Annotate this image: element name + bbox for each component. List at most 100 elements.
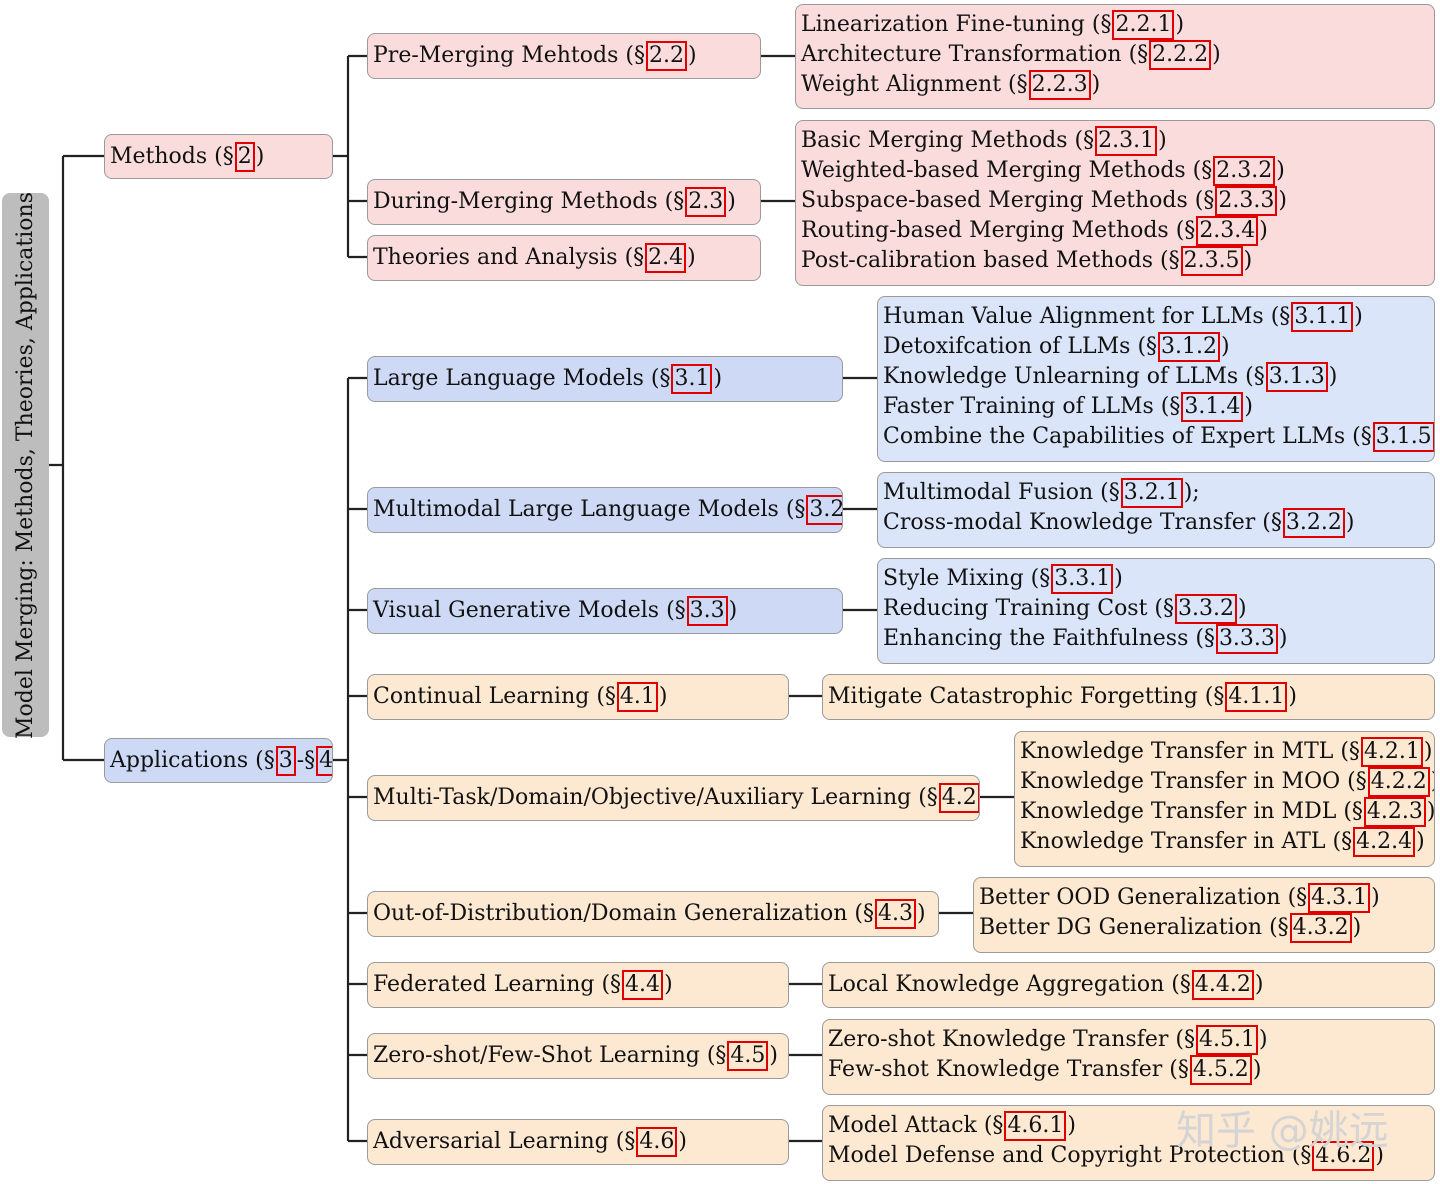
leaf-item: Faster Training of LLMs (§3.1.4): [883, 392, 1429, 422]
section-ref: 4.3: [874, 899, 916, 929]
leaf-item: Human Value Alignment for LLMs (§3.1.1): [883, 302, 1429, 332]
section-ref: 2.4: [645, 243, 687, 273]
section-ref: 4.2: [938, 783, 979, 813]
node-pre-merging: Pre-Merging Mehtods (§2.2): [367, 33, 761, 79]
section-ref: 2.2: [645, 41, 687, 71]
section-ref: 4.3.1: [1308, 883, 1371, 913]
leaf-group-mllm: Multimodal Fusion (§3.2.1); Cross-modal …: [877, 472, 1435, 548]
leaf-item: Weight Alignment (§2.2.3): [801, 70, 1429, 100]
section-ref: 4.4.2: [1191, 970, 1254, 1000]
connector-methods: [333, 54, 367, 259]
leaf-item: Knowledge Transfer in ATL (§4.2.4): [1020, 827, 1429, 857]
section-ref: 3.1.4: [1181, 392, 1244, 422]
leaf-group-continual-learning: Mitigate Catastrophic Forgetting (§4.1.1…: [822, 674, 1435, 720]
leaf-item: Combine the Capabilities of Expert LLMs …: [883, 422, 1434, 452]
section-ref: 4.3.2: [1289, 913, 1352, 943]
section-ref: 3.2.2: [1282, 508, 1345, 538]
leaf-group-llm: Human Value Alignment for LLMs (§3.1.1) …: [877, 296, 1435, 462]
leaf-item: Subspace-based Merging Methods (§2.3.3): [801, 186, 1429, 216]
connector-root: [49, 154, 104, 762]
section-ref: 4.2.4: [1353, 827, 1416, 857]
section-ref: 3.3: [686, 596, 728, 626]
section-ref: 3.1.5: [1372, 422, 1434, 452]
leaf-item: Knowledge Unlearning of LLMs (§3.1.3): [883, 362, 1429, 392]
node-label: Theories and Analysis (§2.4): [373, 243, 696, 273]
root-node: Model Merging: Methods, Theories, Applic…: [2, 191, 49, 739]
section-ref: 4: [316, 745, 332, 776]
node-vgm: Visual Generative Models (§3.3): [367, 588, 843, 634]
section-ref: 3.2: [806, 495, 842, 525]
node-label: Visual Generative Models (§3.3): [373, 596, 737, 626]
node-label: Continual Learning (§4.1): [373, 682, 668, 712]
section-ref: 4.2.2: [1367, 767, 1430, 797]
section-ref: 4.2.1: [1360, 737, 1423, 767]
section-ref: 4.1: [616, 682, 658, 712]
leaf-item: Local Knowledge Aggregation (§4.4.2): [828, 970, 1263, 1000]
section-ref: 2.2.2: [1149, 40, 1212, 70]
node-label: During-Merging Methods (§2.3): [373, 187, 736, 217]
section-ref: 2.2.1: [1112, 10, 1175, 40]
node-mllm: Multimodal Large Language Models (§3.2): [367, 487, 843, 533]
leaf-item: Architecture Transformation (§2.2.2): [801, 40, 1429, 70]
section-ref: 4.2.3: [1363, 797, 1426, 827]
leaf-item: Cross-modal Knowledge Transfer (§3.2.2): [883, 508, 1429, 538]
node-theories: Theories and Analysis (§2.4): [367, 235, 761, 281]
leaf-item: Basic Merging Methods (§2.3.1): [801, 126, 1429, 156]
section-ref: 4.5.2: [1189, 1055, 1252, 1085]
section-ref: 4.5.1: [1195, 1025, 1258, 1055]
node-applications: Applications (§3-§4): [104, 738, 333, 783]
root-label: Model Merging: Methods, Theories, Applic…: [13, 191, 39, 739]
leaf-item: Detoxifcation of LLMs (§3.1.2): [883, 332, 1429, 362]
leaf-item: Knowledge Transfer in MDL (§4.2.3): [1020, 797, 1434, 827]
node-label: Methods (§2): [110, 141, 264, 172]
section-ref: 3.1: [671, 364, 713, 394]
leaf-item: Mitigate Catastrophic Forgetting (§4.1.1…: [828, 682, 1297, 712]
section-ref: 3: [275, 745, 296, 776]
leaf-item: Zero-shot Knowledge Transfer (§4.5.1): [828, 1025, 1429, 1055]
section-ref: 2.3.3: [1215, 186, 1278, 216]
leaf-item: Linearization Fine-tuning (§2.2.1): [801, 10, 1429, 40]
section-ref: 4.6.2: [1312, 1141, 1375, 1171]
section-ref: 4.6.1: [1004, 1111, 1067, 1141]
leaf-item: Better OOD Generalization (§4.3.1): [979, 883, 1429, 913]
watermark: 知乎 @姚远: [1176, 1108, 1389, 1154]
leaf-item: Knowledge Transfer in MTL (§4.2.1): [1020, 737, 1433, 767]
section-ref: 2.3.1: [1095, 126, 1158, 156]
section-ref: 2.3: [685, 187, 727, 217]
leaf-item: Enhancing the Faithfulness (§3.3.3): [883, 624, 1429, 654]
section-ref: 3.1.3: [1265, 362, 1328, 392]
node-label: Zero-shot/Few-Shot Learning (§4.5): [373, 1041, 778, 1071]
leaf-item: Few-shot Knowledge Transfer (§4.5.2): [828, 1055, 1429, 1085]
leaf-group-adversarial-learning: Model Attack (§4.6.1) Model Defense and …: [822, 1105, 1435, 1181]
node-label: Out-of-Distribution/Domain Generalizatio…: [373, 899, 926, 929]
section-ref: 3.3.3: [1215, 624, 1278, 654]
section-ref: 2: [234, 141, 255, 172]
leaf-item: Style Mixing (§3.3.1): [883, 564, 1429, 594]
node-label: Adversarial Learning (§4.6): [373, 1127, 687, 1157]
section-ref: 2.2.3: [1028, 70, 1091, 100]
leaf-item: Better DG Generalization (§4.3.2): [979, 913, 1429, 943]
node-label: Pre-Merging Mehtods (§2.2): [373, 41, 697, 71]
leaf-group-pre-merging: Linearization Fine-tuning (§2.2.1) Archi…: [795, 4, 1435, 109]
node-ood: Out-of-Distribution/Domain Generalizatio…: [367, 891, 939, 937]
leaf-group-during-merging: Basic Merging Methods (§2.3.1) Weighted-…: [795, 120, 1435, 286]
section-ref: 2.3.2: [1213, 156, 1276, 186]
leaf-group-ood: Better OOD Generalization (§4.3.1) Bette…: [973, 877, 1435, 953]
leaf-group-multi-task: Knowledge Transfer in MTL (§4.2.1) Knowl…: [1014, 731, 1435, 867]
leaf-item: Knowledge Transfer in MOO (§4.2.2): [1020, 767, 1434, 797]
leaf-item: Multimodal Fusion (§3.2.1);: [883, 478, 1429, 508]
node-adversarial-learning: Adversarial Learning (§4.6): [367, 1119, 789, 1165]
section-ref: 3.2.1: [1120, 478, 1183, 508]
section-ref: 2.3.4: [1196, 216, 1259, 246]
node-label: Large Language Models (§3.1): [373, 364, 722, 394]
node-label: Multimodal Large Language Models (§3.2): [373, 495, 842, 525]
section-ref: 3.1.2: [1158, 332, 1221, 362]
leaf-item: Model Attack (§4.6.1): [828, 1111, 1429, 1141]
node-label: Applications (§3-§4): [110, 745, 332, 776]
leaf-group-zero-few-shot: Zero-shot Knowledge Transfer (§4.5.1) Fe…: [822, 1019, 1435, 1095]
section-ref: 4.5: [727, 1041, 769, 1071]
leaf-group-federated-learning: Local Knowledge Aggregation (§4.4.2): [822, 962, 1435, 1008]
section-ref: 3.3.1: [1051, 564, 1114, 594]
node-multi-task: Multi-Task/Domain/Objective/Auxiliary Le…: [367, 775, 980, 821]
